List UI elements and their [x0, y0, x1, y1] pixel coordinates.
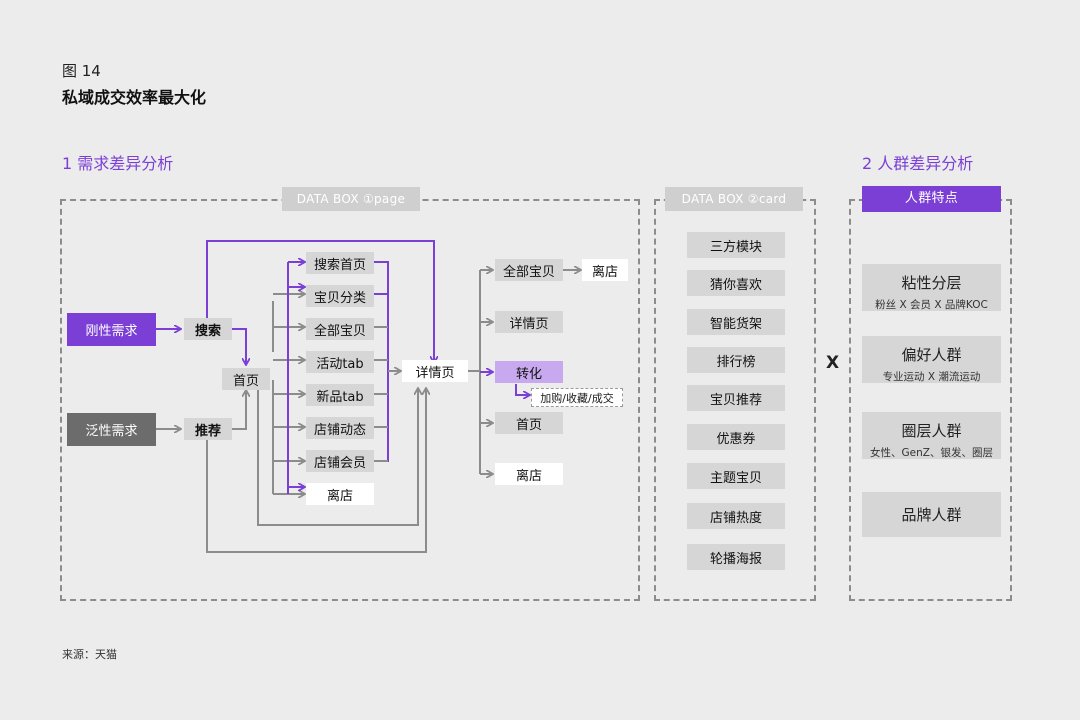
section-2-title: 2 人群差异分析: [862, 154, 974, 173]
card-item: 店铺热度: [687, 503, 785, 529]
outcome-convert: 转化: [495, 361, 563, 383]
outcome-home: 首页: [495, 412, 563, 434]
card-box-label: DATA BOX ②card: [665, 187, 803, 211]
crowd-group: 圈层人群 女性、GenZ、银发、圈层: [862, 412, 1001, 459]
crowd-group-title: 品牌人群: [901, 506, 962, 524]
crowd-group-sub: 女性、GenZ、银发、圈层: [870, 447, 993, 459]
section-1-title: 1 需求差异分析: [62, 154, 174, 173]
page-search-home: 搜索首页: [306, 252, 374, 274]
general-need: 泛性需求: [67, 413, 156, 446]
crowd-header: 人群特点: [862, 186, 1001, 212]
crowd-group-sub: 专业运动 X 潮流运动: [882, 371, 981, 383]
crowd-group: 粘性分层 粉丝 X 会员 X 品牌KOC: [862, 264, 1001, 311]
card-item: 智能货架: [687, 309, 785, 335]
card-item: 宝贝推荐: [687, 385, 785, 411]
page-item-category: 宝贝分类: [306, 285, 374, 307]
recommend-entry: 推荐: [184, 418, 232, 440]
page-leave: 离店: [306, 483, 374, 505]
crowd-group-title: 粘性分层: [901, 274, 962, 292]
outcome-detail: 详情页: [495, 311, 563, 333]
rigid-need: 刚性需求: [67, 313, 156, 346]
detail-node: 详情页: [402, 360, 468, 382]
crowd-group-title: 圈层人群: [901, 422, 962, 440]
crowd-group-title: 偏好人群: [901, 346, 962, 364]
card-item: 三方模块: [687, 232, 785, 258]
page-store-member: 店铺会员: [306, 450, 374, 472]
card-item: 主题宝贝: [687, 463, 785, 489]
page-all-items: 全部宝贝: [306, 318, 374, 340]
outcome-leave-top: 离店: [582, 259, 628, 281]
outcome-leave: 离店: [495, 463, 563, 485]
figure-title: 私域成交效率最大化: [62, 88, 207, 107]
card-item: 轮播海报: [687, 544, 785, 570]
outcome-convert-actions: 加购/收藏/成交: [531, 388, 623, 407]
page-box-label: DATA BOX ①page: [282, 187, 420, 211]
figure-number: 图 14: [62, 62, 101, 80]
multiply-sign: X: [826, 353, 840, 373]
outcome-all-items: 全部宝贝: [495, 259, 563, 281]
page-new-tab: 新品tab: [306, 384, 374, 406]
card-item: 优惠券: [687, 424, 785, 450]
search-entry: 搜索: [184, 318, 232, 340]
crowd-group: 偏好人群 专业运动 X 潮流运动: [862, 336, 1001, 383]
page-store-news: 店铺动态: [306, 417, 374, 439]
crowd-group: 品牌人群: [862, 492, 1001, 537]
card-item: 排行榜: [687, 347, 785, 373]
crowd-group-sub: 粉丝 X 会员 X 品牌KOC: [875, 299, 988, 311]
page-activity-tab: 活动tab: [306, 351, 374, 373]
card-item: 猜你喜欢: [687, 270, 785, 296]
home-node: 首页: [222, 368, 270, 390]
figure-source: 来源：天猫: [62, 648, 117, 661]
